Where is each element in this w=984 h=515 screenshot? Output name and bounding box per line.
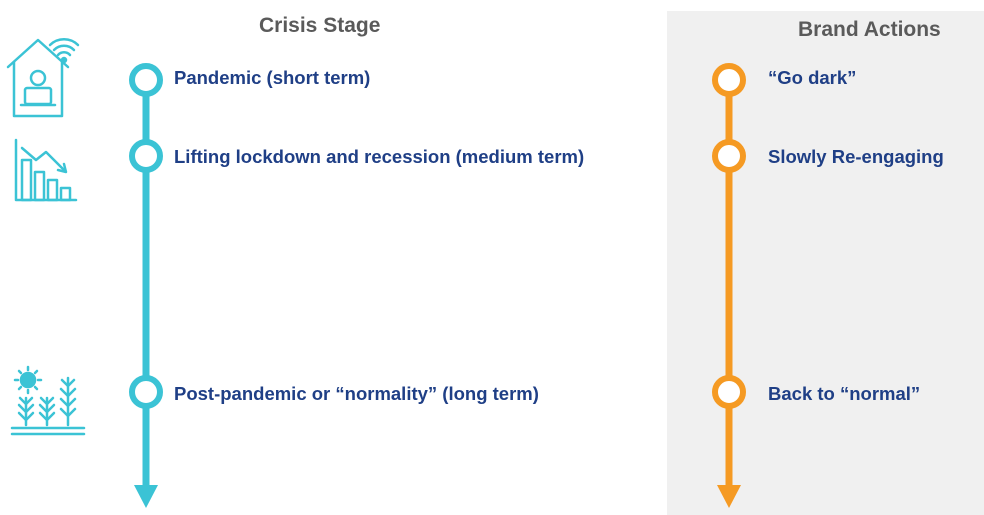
brand-node-3: [712, 375, 746, 409]
crisis-node-3: [129, 375, 163, 409]
brand-node-2: [712, 139, 746, 173]
crisis-stage-label-2: Lifting lockdown and recession (medium t…: [174, 146, 585, 167]
crisis-timeline-arrowhead: [134, 485, 158, 508]
brand-action-label-3: Back to “normal”: [768, 383, 921, 404]
brand-action-label-1: “Go dark”: [768, 67, 857, 88]
crisis-stage-label-1: Pandemic (short term): [174, 67, 371, 88]
brand-timeline-arrowhead: [717, 485, 741, 508]
crisis-stage-label-3: Post-pandemic or “normality” (long term): [174, 383, 539, 404]
brand-node-1: [712, 63, 746, 97]
crisis-stage-heading: Crisis Stage: [259, 14, 381, 37]
brand-action-label-2: Slowly Re-engaging: [768, 146, 944, 167]
crisis-node-1: [129, 63, 163, 97]
brand-timeline: [712, 63, 746, 508]
brand-actions-panel: [667, 11, 984, 515]
home-office-wifi-icon: [6, 38, 80, 118]
crisis-timeline: [129, 63, 163, 508]
brand-actions-heading: Brand Actions: [798, 18, 941, 41]
crisis-node-2: [129, 139, 163, 173]
declining-bar-chart-icon: [14, 138, 78, 202]
sun-and-crops-icon: [10, 365, 86, 436]
